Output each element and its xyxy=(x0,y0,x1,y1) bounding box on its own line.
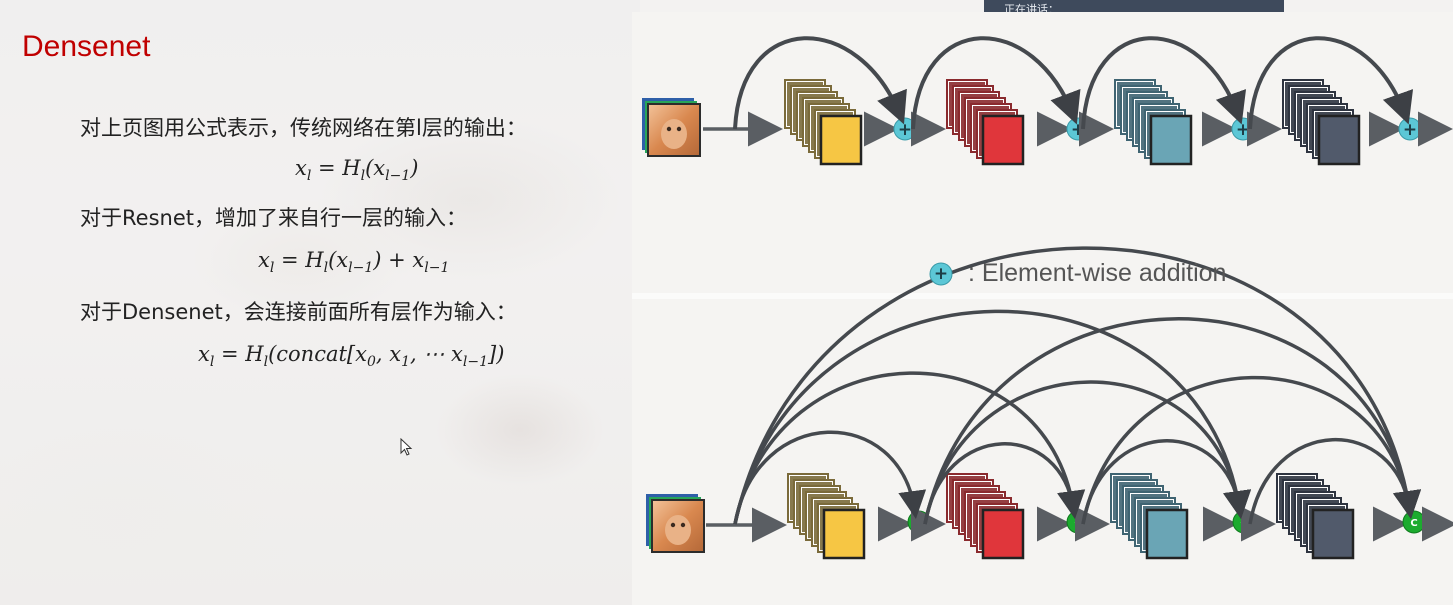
formula-resnet: xl = Hl(xl−1) + xl−1 xyxy=(258,248,450,277)
svg-text:+: + xyxy=(898,120,912,140)
text-line-resnet: 对于Resnet，增加了来自行一层的输入： xyxy=(80,206,467,230)
feature-block-front xyxy=(981,114,1025,166)
feature-block-front xyxy=(819,114,863,166)
dense-connection-arc xyxy=(1081,375,1421,525)
dense-connection-arc xyxy=(733,309,1251,525)
text-line-densenet: 对于Densenet，会连接前面所有层作为输入： xyxy=(80,300,517,324)
svg-text:C: C xyxy=(1074,518,1081,529)
input-image xyxy=(646,494,705,553)
background-veil xyxy=(0,0,640,605)
feature-block-2 xyxy=(946,79,1025,166)
add-op-icon: + xyxy=(1398,117,1422,141)
svg-text:+: + xyxy=(1236,120,1250,140)
svg-text:C: C xyxy=(1410,518,1417,529)
skip-connection-arc xyxy=(1248,36,1414,130)
dense-connection-arc xyxy=(1248,437,1422,525)
formula-traditional: xl = Hl(xl−1) xyxy=(295,156,419,185)
feature-block-1 xyxy=(784,79,863,166)
svg-text:+: + xyxy=(934,264,948,284)
feature-block-front xyxy=(1317,114,1361,166)
svg-text:C: C xyxy=(915,518,922,529)
dense-connection-arc xyxy=(733,430,927,525)
skip-connection-arc xyxy=(733,36,907,130)
add-legend-icon: + xyxy=(929,262,953,286)
dense-connection-arc xyxy=(923,380,1251,525)
skip-connection-arc xyxy=(1081,36,1247,130)
skip-connection-arc xyxy=(911,36,1081,130)
mouse-cursor-icon xyxy=(400,438,413,456)
text-line-traditional: 对上页图用公式表示，传统网络在第l层的输出： xyxy=(80,116,527,140)
feature-block-3 xyxy=(1110,473,1189,560)
svg-text:C: C xyxy=(1240,518,1247,529)
input-image xyxy=(642,98,701,157)
background-photo xyxy=(0,0,640,605)
dense-connection-arc xyxy=(733,371,1085,525)
add-op-icon: + xyxy=(1066,117,1090,141)
feature-block-front xyxy=(1149,114,1193,166)
legend-text: : Element-wise addition xyxy=(968,259,1227,287)
feature-block-3 xyxy=(1114,79,1193,166)
feature-block-4 xyxy=(1276,473,1355,560)
slide-title: Densenet xyxy=(22,30,151,63)
formula-densenet: xl = Hl(concat[x0, x1, ⋯ xl−1]) xyxy=(198,342,505,371)
feature-block-4 xyxy=(1282,79,1361,166)
diagram-divider xyxy=(632,293,1453,299)
feature-block-2 xyxy=(946,473,1025,560)
feature-block-1 xyxy=(787,473,866,560)
svg-text:+: + xyxy=(1403,120,1417,140)
feature-block-front xyxy=(1311,508,1355,560)
dense-connection-arc xyxy=(923,317,1421,525)
feature-block-front xyxy=(822,508,866,560)
dense-connection-arc xyxy=(733,246,1421,525)
feature-block-front xyxy=(981,508,1025,560)
concat-op-icon: C xyxy=(1402,510,1426,534)
feature-block-front xyxy=(1145,508,1189,560)
resnet-diagram: + + + + xyxy=(642,36,1453,166)
